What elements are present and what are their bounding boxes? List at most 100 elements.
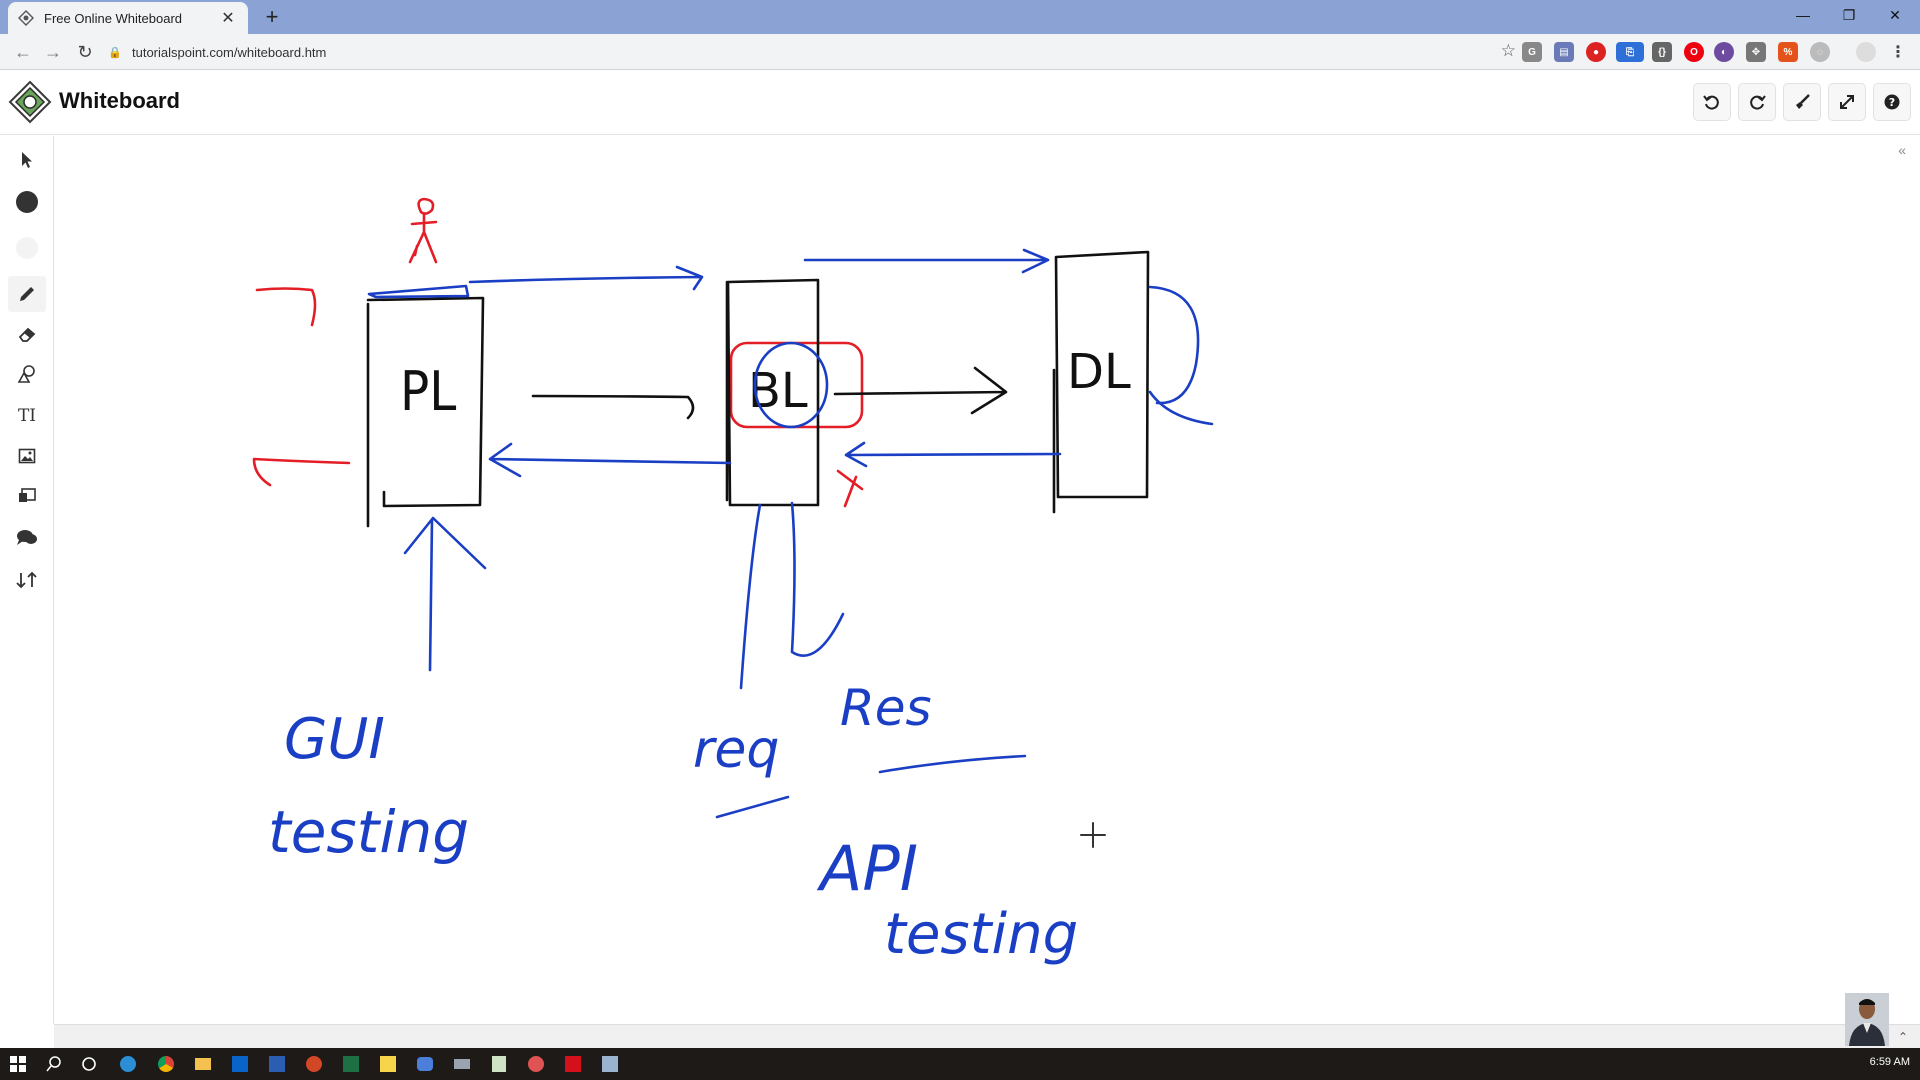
back-icon[interactable]: ←: [14, 41, 32, 62]
bl-label: BL: [748, 363, 808, 419]
video-app-icon[interactable]: [452, 1054, 472, 1074]
window-close-button[interactable]: ✕: [1889, 6, 1901, 23]
api-testing-text: testing: [884, 902, 1078, 967]
new-tab-button[interactable]: +: [265, 4, 279, 29]
extension-doc-icon[interactable]: ▤: [1554, 42, 1574, 62]
image-stack-tool[interactable]: [8, 478, 46, 514]
comment-tool[interactable]: [8, 520, 46, 556]
forward-icon[interactable]: →: [44, 41, 62, 62]
profile-avatar-icon[interactable]: [1856, 42, 1876, 62]
dl-box: [1052, 250, 1150, 514]
red-x-mark: [836, 469, 864, 508]
bottom-scroll-strip: [54, 1024, 1920, 1048]
extension-percent-icon[interactable]: %: [1778, 42, 1798, 62]
chat-app-icon[interactable]: [415, 1054, 435, 1074]
search-icon[interactable]: [44, 1054, 64, 1074]
acrobat-icon[interactable]: [563, 1054, 583, 1074]
dot-icon: [16, 191, 38, 213]
tab-close-icon[interactable]: ✕: [221, 10, 235, 27]
blank-tool[interactable]: [8, 230, 46, 266]
redo-button[interactable]: [1738, 83, 1776, 121]
cortana-icon[interactable]: [79, 1054, 99, 1074]
notepad-icon[interactable]: [489, 1054, 509, 1074]
whiteboard-logo-icon: [8, 80, 52, 124]
outlook-icon[interactable]: [230, 1054, 250, 1074]
windows-start-icon[interactable]: [8, 1054, 28, 1074]
shapes-icon: [17, 365, 35, 383]
browser-menu-icon[interactable]: ⋮: [1890, 44, 1906, 61]
shapes-tool[interactable]: [8, 356, 46, 392]
extension-red-icon[interactable]: ●: [1586, 42, 1606, 62]
extension-g-icon[interactable]: G: [1522, 42, 1542, 62]
expand-icon: [1840, 95, 1854, 109]
bl-to-pl-return-arrow: [488, 442, 732, 478]
window-minimize-button[interactable]: —: [1796, 7, 1810, 23]
browser-tab-strip: Free Online Whiteboard ✕ + — ❐ ✕: [0, 0, 1920, 34]
clear-board-button[interactable]: [1783, 83, 1821, 121]
text-icon: TI: [17, 406, 37, 426]
pencil-icon: [20, 287, 34, 301]
app-header: Whiteboard ?: [0, 71, 1920, 135]
bl-circle: [753, 341, 829, 429]
response-arrow: [790, 501, 845, 657]
powerpoint-icon[interactable]: [304, 1054, 324, 1074]
comment-icon: [17, 530, 37, 545]
browser-tab[interactable]: Free Online Whiteboard ✕: [8, 2, 248, 34]
sort-tool[interactable]: [8, 562, 46, 598]
notes-app-icon[interactable]: [600, 1054, 620, 1074]
req-text: req: [693, 720, 779, 780]
pencil-tool[interactable]: [8, 276, 46, 312]
black-strokes: PL BL DL: [366, 250, 1150, 528]
window-restore-button[interactable]: ❐: [1842, 6, 1856, 23]
image-icon: [18, 448, 36, 464]
dl-label: DL: [1067, 344, 1131, 400]
help-button[interactable]: ?: [1873, 83, 1911, 121]
sticky-notes-icon[interactable]: [378, 1054, 398, 1074]
edge-icon[interactable]: [118, 1054, 138, 1074]
extension-copy-icon[interactable]: ⎘: [1616, 42, 1644, 62]
tutorialspoint-favicon-icon: [18, 10, 34, 26]
reload-icon[interactable]: ↻: [77, 41, 93, 62]
extension-move-icon[interactable]: ✥: [1746, 42, 1766, 62]
extension-opera-icon[interactable]: O: [1684, 42, 1704, 62]
fullscreen-button[interactable]: [1828, 83, 1866, 121]
undo-button[interactable]: [1693, 83, 1731, 121]
bookmark-star-icon[interactable]: ☆: [1500, 41, 1516, 60]
crosshair-cursor-icon: [1080, 822, 1106, 848]
scroll-top-icon[interactable]: ⌃: [1898, 1030, 1909, 1044]
text-tool[interactable]: TI: [8, 398, 46, 434]
dl-to-bl-return-arrow: [844, 441, 1062, 468]
pl-to-bl-arrow: [531, 394, 695, 420]
svg-text:?: ?: [1889, 96, 1895, 109]
excel-icon[interactable]: [341, 1054, 361, 1074]
file-explorer-icon[interactable]: [193, 1054, 213, 1074]
select-tool[interactable]: [8, 142, 46, 178]
app-title: Whiteboard: [59, 88, 180, 113]
chrome-icon[interactable]: [156, 1054, 176, 1074]
snipping-icon[interactable]: [526, 1054, 546, 1074]
res-underline: [878, 754, 1027, 774]
eraser-icon: [18, 327, 36, 342]
whiteboard-canvas[interactable]: PL BL DL GUI testing req Res API testing: [54, 136, 1920, 1024]
extension-color-icon[interactable]: ◐: [1714, 42, 1734, 62]
eraser-tool[interactable]: [8, 316, 46, 352]
stick-figure: [408, 197, 438, 264]
bl-to-dl-top-arrow: [803, 248, 1050, 274]
sort-icon: [16, 571, 37, 589]
dl-loop-arrow: [1148, 285, 1214, 426]
pl-to-bl-top-arrow: [468, 265, 704, 291]
extension-blur-icon[interactable]: ◌: [1810, 42, 1830, 62]
red-strokes: [252, 197, 864, 508]
dot-tool[interactable]: [8, 184, 46, 220]
word-icon[interactable]: [267, 1054, 287, 1074]
url-field[interactable]: 🔒 tutorialspoint.com/whiteboard.htm ☆: [108, 39, 1516, 65]
api-text: API: [816, 832, 918, 905]
blue-strokes: GUI testing req Res API testing: [268, 248, 1214, 967]
pl-label: PL: [400, 360, 456, 423]
extension-braces-icon[interactable]: {}: [1652, 42, 1672, 62]
tab-title: Free Online Whiteboard: [44, 10, 183, 26]
incoming-red-arrow-bottom: [252, 457, 351, 487]
image-tool[interactable]: [8, 438, 46, 474]
collapse-panel-icon[interactable]: «: [1898, 142, 1906, 158]
help-icon: ?: [1884, 94, 1900, 110]
